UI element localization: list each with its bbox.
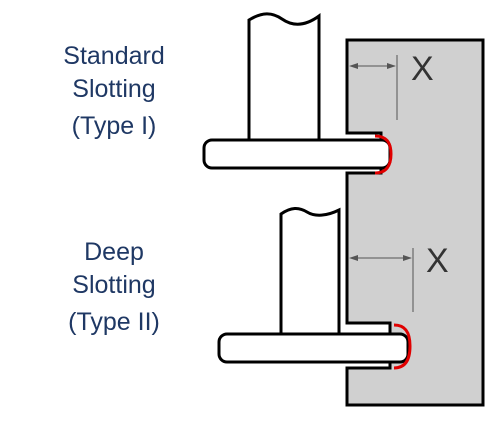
standard-tool-shank — [247, 12, 321, 140]
standard-cut-edge — [374, 134, 393, 175]
deep-dimension — [349, 248, 414, 312]
deep-tool-cutter — [217, 332, 410, 364]
standard-label-line2: Slotting — [72, 75, 156, 103]
standard-tool-cutter — [202, 138, 392, 170]
standard-label-line1: Standard — [63, 42, 165, 70]
deep-label-line1: Deep — [84, 238, 144, 266]
standard-dimension — [349, 55, 398, 120]
standard-slotting-label: Standard Slotting (Type I) — [29, 44, 199, 139]
deep-slotting-label: Deep Slotting (Type II) — [29, 240, 199, 335]
deep-label-line3: (Type II) — [68, 308, 160, 336]
workpiece — [345, 38, 485, 407]
deep-cut-edge — [393, 323, 412, 370]
deep-label-line2: Slotting — [72, 271, 156, 299]
deep-tool-shank — [279, 207, 341, 335]
standard-dimension-x: X — [411, 50, 434, 88]
deep-dimension-x: X — [426, 242, 449, 280]
standard-label-line3: (Type I) — [71, 112, 157, 140]
